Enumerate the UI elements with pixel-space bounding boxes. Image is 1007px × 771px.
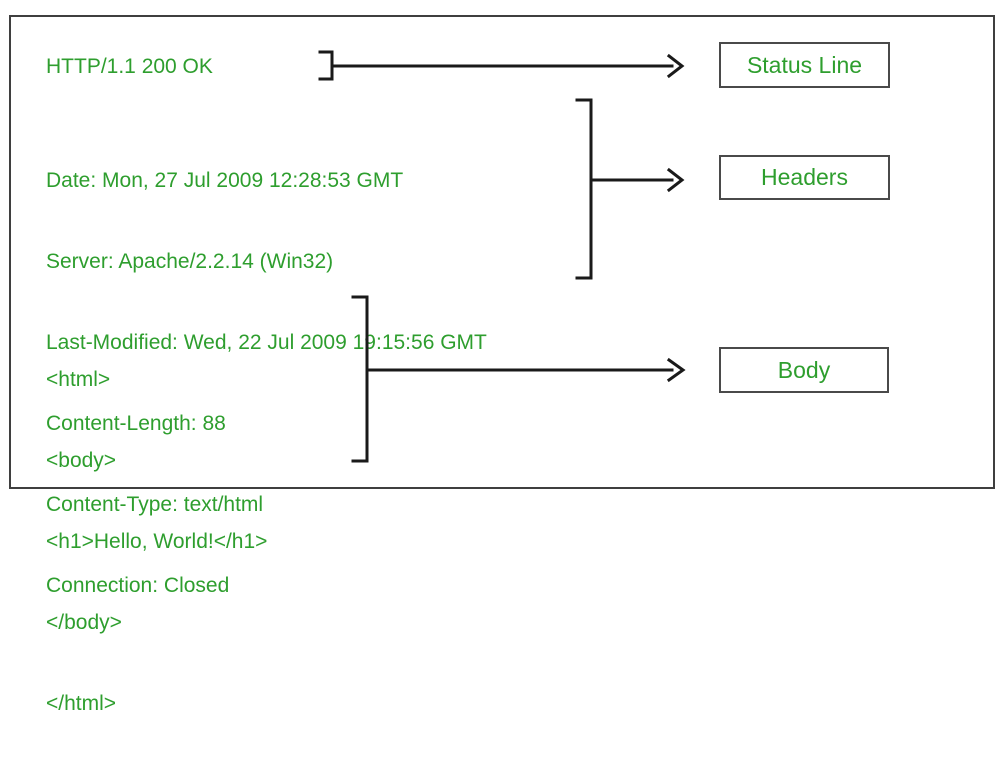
diagram-border-frame bbox=[9, 15, 995, 489]
header-line-last-modified: Last-Modified: Wed, 22 Jul 2009 19:15:56… bbox=[46, 331, 487, 354]
http-response-diagram: HTTP/1.1 200 OK Date: Mon, 27 Jul 2009 1… bbox=[9, 15, 995, 715]
body-line-html-open: <html> bbox=[46, 368, 111, 391]
headers-label: Headers bbox=[761, 164, 848, 190]
status-line-label-box: Status Line bbox=[719, 42, 890, 88]
header-line-content-length: Content-Length: 88 bbox=[46, 412, 226, 435]
body-line-body-close: </body> bbox=[46, 611, 122, 634]
body-line-html-close: </html> bbox=[46, 692, 117, 715]
body-line-h1: <h1>Hello, World!</h1> bbox=[46, 530, 268, 553]
header-line-date: Date: Mon, 27 Jul 2009 12:28:53 GMT bbox=[46, 169, 404, 192]
body-line-body-open: <body> bbox=[46, 449, 117, 472]
header-line-server: Server: Apache/2.2.14 (Win32) bbox=[46, 250, 334, 273]
body-label: Body bbox=[777, 356, 831, 383]
body-label-box: Body bbox=[719, 347, 889, 393]
status-line-label: Status Line bbox=[746, 51, 863, 78]
headers-label-box: Headers bbox=[719, 155, 890, 200]
body-text-block: <html> <body> <h1>Hello, World!</h1> </b… bbox=[46, 312, 267, 771]
status-line-text: HTTP/1.1 200 OK bbox=[46, 55, 213, 78]
